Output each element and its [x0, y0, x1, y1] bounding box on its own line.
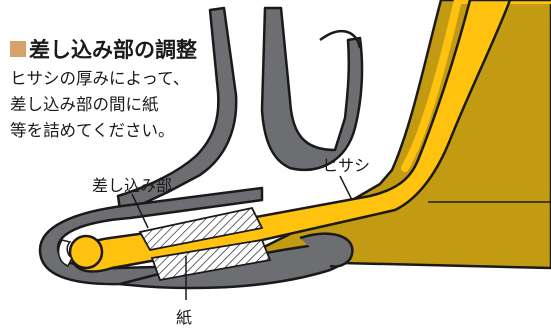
heading-title: 差し込み部の調整: [29, 39, 197, 62]
leader-insert-part: [131, 193, 149, 229]
square-bullet-icon: [10, 41, 26, 57]
label-insert-part: 差し込み部: [92, 178, 173, 195]
heading: 差し込み部の調整: [10, 34, 197, 64]
paper-shim-upper: [138, 206, 264, 252]
frame-strap-left: [116, 6, 238, 212]
leader-visor: [339, 175, 353, 201]
frame-hook: [319, 29, 362, 49]
label-paper: 紙: [176, 310, 193, 327]
visor-tip: [68, 234, 104, 270]
frame-strap-right: [260, 6, 364, 172]
clip-lower-tip: [299, 232, 354, 268]
instruction-line: 差し込み部の間に紙: [10, 96, 159, 114]
instructions: ヒサシの厚みによって、 差し込み部の間に紙 等を詰めてください。: [10, 66, 189, 144]
helmet-shell-band: [401, 0, 551, 172]
instruction-line: ヒサシの厚みによって、: [10, 70, 190, 88]
paper-shim-lower: [150, 238, 272, 282]
label-visor: ヒサシ: [322, 158, 371, 175]
clip-inner-gap: [57, 239, 73, 267]
instruction-line: 等を詰めてください。: [10, 122, 175, 140]
